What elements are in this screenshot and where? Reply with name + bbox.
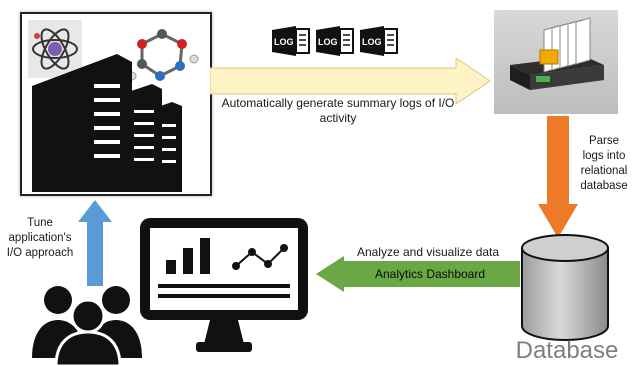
server-rack-icon: [510, 17, 604, 90]
line-chart-icon: [232, 244, 288, 270]
dashboard-label: Analytics Dashboard: [374, 267, 486, 281]
monitor-icon: [140, 218, 308, 352]
tune-label: Tune application's I/O approach: [6, 217, 74, 259]
generate-logs-label: Automatically generate summary logs of I…: [221, 96, 455, 125]
analytics-arrow: [316, 256, 520, 292]
log-file-icon: LOG: [360, 26, 398, 56]
generate-logs-arrow: [210, 58, 491, 104]
database-server-panel: [494, 10, 618, 114]
log-file-icon: LOG: [316, 26, 354, 56]
atom-icon: [28, 20, 82, 78]
tune-arrow: [78, 200, 112, 286]
log-icon-label: LOG: [274, 37, 294, 47]
bar-chart-icon: [166, 238, 210, 274]
log-icon-group: LOG LOG LOG: [272, 26, 402, 58]
analyze-label: Analyze and visualize data: [356, 245, 500, 259]
server-towers: [32, 54, 182, 192]
log-file-icon: LOG: [272, 26, 310, 56]
supercomputer-illustration: [28, 20, 199, 192]
supercomputer-panel: [20, 12, 212, 196]
log-icon-label: LOG: [318, 37, 338, 47]
parse-logs-label: Parse logs into relational database: [580, 135, 628, 192]
database-cylinder-icon: [521, 234, 609, 341]
molecule-icon: [127, 29, 199, 81]
users-icon: [32, 286, 142, 366]
database-label: Database: [515, 337, 619, 364]
log-icon-label: LOG: [362, 37, 382, 47]
parse-logs-arrow: [538, 116, 578, 238]
